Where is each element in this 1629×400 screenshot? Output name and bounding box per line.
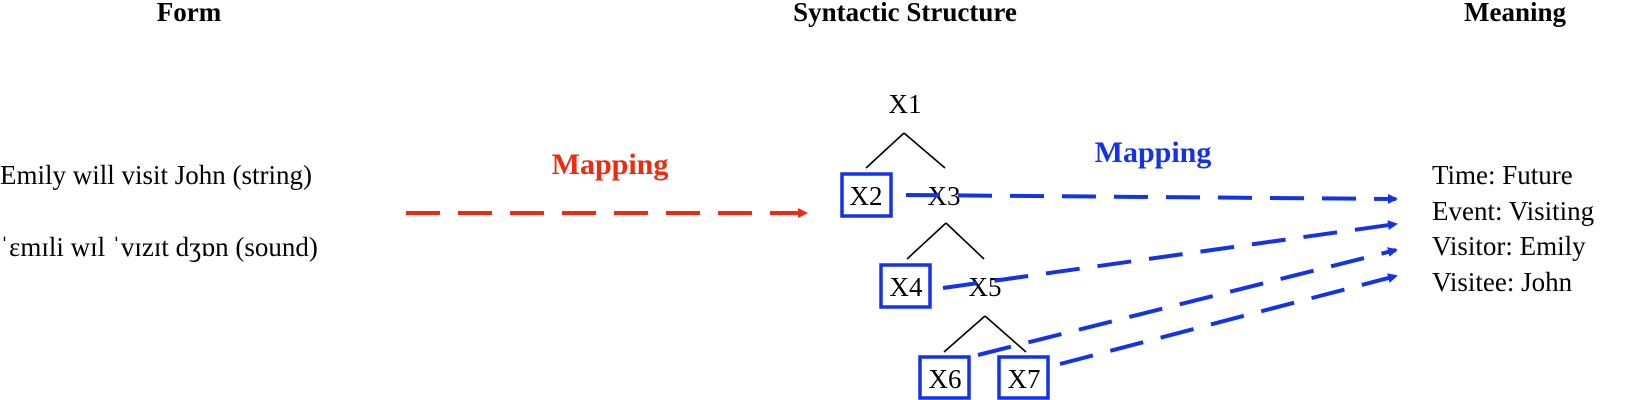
box-x7: [997, 355, 1050, 400]
box-x2: [840, 172, 893, 218]
meaning-event: Event: Visiting: [1432, 196, 1594, 226]
meaning-visitee: Visitee: John: [1432, 267, 1573, 297]
node-x5: X5: [969, 272, 1002, 302]
edge-x3-x5: [945, 222, 985, 260]
tree-edges: [865, 132, 1027, 353]
mapping-label-right: Mapping: [1095, 136, 1212, 169]
edge-x3-x4: [906, 222, 947, 260]
node-x1: X1: [889, 89, 922, 119]
node-x7: X7: [1008, 364, 1041, 394]
node-x4: X4: [890, 272, 923, 302]
syntax-to-meaning-arrows: [905, 193, 1398, 366]
box-x6: [918, 355, 971, 400]
arrow-x4-to-event: [942, 220, 1398, 290]
node-x6: X6: [929, 364, 962, 394]
arrow-x6-to-visitor: [977, 247, 1398, 357]
syntax-header: Syntactic Structure: [793, 0, 1017, 27]
meaning-visitor: Visitor: Emily: [1432, 231, 1586, 261]
mapping-label-left: Mapping: [552, 148, 669, 181]
edge-x5-x7: [984, 315, 1027, 353]
arrow-x2-to-time: [905, 193, 1398, 204]
box-x4: [879, 263, 932, 309]
edge-x5-x6: [943, 315, 986, 353]
form-header: Form: [157, 0, 222, 27]
form-string-line: Emily will visit John (string): [0, 160, 312, 190]
edge-x1-x2: [865, 132, 905, 169]
form-sound-line: ˈɛmɪli wɪl ˈvɪzɪt dʒɒn (sound): [0, 232, 318, 262]
edge-x1-x3: [903, 132, 946, 169]
meaning-time: Time: Future: [1432, 160, 1573, 190]
meaning-header: Meaning: [1464, 0, 1567, 27]
arrow-x7-to-visitee: [1059, 273, 1398, 366]
node-x2: X2: [850, 181, 883, 211]
